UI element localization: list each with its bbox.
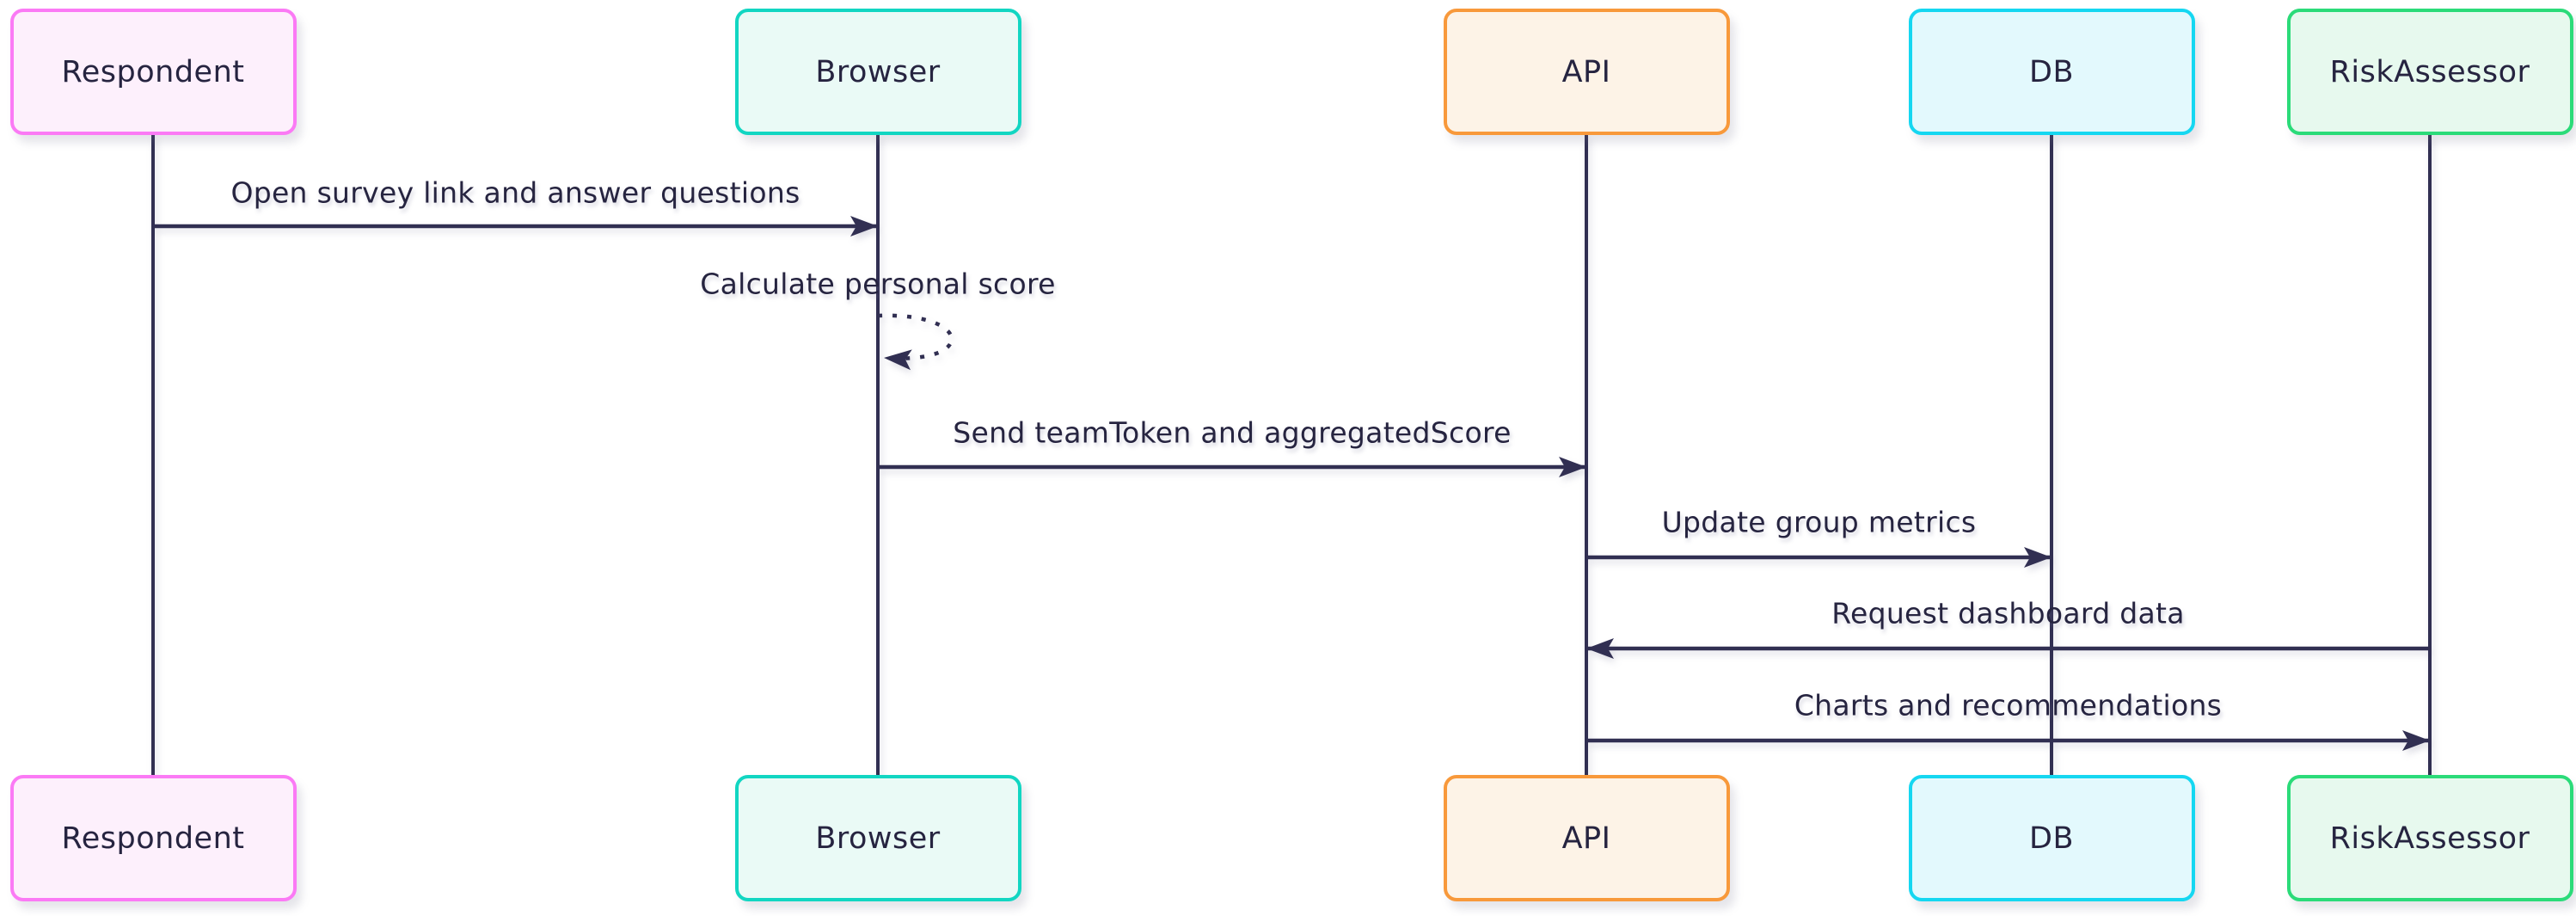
actor-label-riskassessor: RiskAssessor: [2329, 54, 2530, 89]
actor-label-db: DB: [2029, 54, 2074, 89]
actor-box-top-api: API: [1443, 9, 1730, 135]
actor-box-bottom-api: API: [1443, 775, 1730, 901]
actor-label-respondent: Respondent: [61, 54, 245, 89]
message-label-3: Update group metrics: [1661, 505, 1977, 539]
message-label-2: Send teamToken and aggregatedScore: [953, 415, 1512, 450]
actor-label-api: API: [1561, 54, 1611, 89]
actor-label-db: DB: [2029, 821, 2074, 856]
actor-label-browser: Browser: [815, 821, 941, 856]
actor-label-respondent: Respondent: [61, 821, 245, 856]
actor-label-api: API: [1561, 821, 1611, 856]
actor-label-browser: Browser: [815, 54, 941, 89]
self-message-arrow-1: [877, 313, 954, 371]
actor-box-top-browser: Browser: [734, 9, 1021, 135]
actor-box-bottom-browser: Browser: [734, 775, 1021, 901]
message-label-0: Open survey link and answer questions: [230, 175, 800, 210]
actor-box-top-respondent: Respondent: [9, 9, 297, 135]
actor-box-top-riskassessor: RiskAssessor: [2286, 9, 2573, 135]
actor-box-bottom-riskassessor: RiskAssessor: [2286, 775, 2573, 901]
message-label-1: Calculate personal score: [700, 267, 1056, 301]
actor-box-bottom-respondent: Respondent: [9, 775, 297, 901]
actor-label-riskassessor: RiskAssessor: [2329, 821, 2530, 856]
actor-box-bottom-db: DB: [1908, 775, 2195, 901]
actor-box-top-db: DB: [1908, 9, 2195, 135]
message-label-4: Request dashboard data: [1831, 596, 2185, 630]
message-label-5: Charts and recommendations: [1794, 688, 2223, 722]
